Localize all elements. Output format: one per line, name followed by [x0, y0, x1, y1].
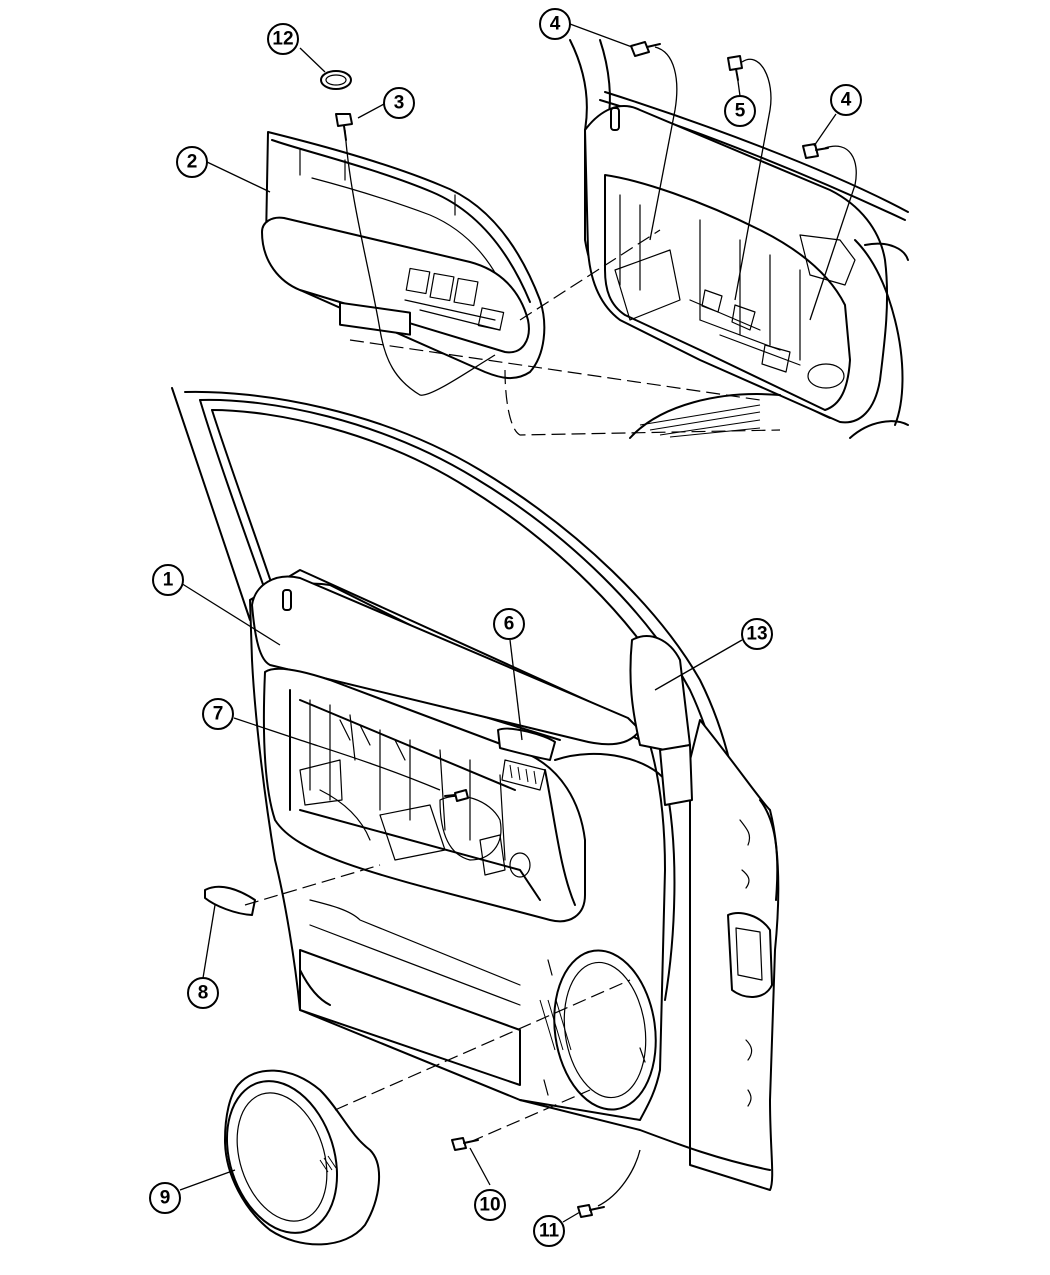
- callout-7: 7: [202, 698, 234, 730]
- callout-11: 11: [533, 1215, 565, 1247]
- fastener-part-4-right: [802, 143, 829, 159]
- callout-5-label: 5: [735, 101, 746, 122]
- callout-4-top: 4: [539, 8, 571, 40]
- callout-5: 5: [724, 95, 756, 127]
- callout-4-top-label: 4: [550, 14, 561, 35]
- callout-10-label: 10: [479, 1195, 500, 1216]
- screw-part-3: [335, 113, 353, 141]
- callout-1-label: 1: [163, 570, 174, 591]
- callout-10: 10: [474, 1189, 506, 1221]
- clip-ring: [320, 70, 352, 90]
- callout-9: 9: [149, 1182, 181, 1214]
- fastener-part-5: [727, 55, 743, 81]
- callout-9-label: 9: [160, 1188, 171, 1209]
- callout-3-label: 3: [394, 93, 405, 114]
- speaker-grille-part-9: [224, 1069, 381, 1246]
- callout-13: 13: [741, 618, 773, 650]
- callout-12-label: 12: [272, 29, 293, 50]
- door-main-assembly: [171, 387, 780, 1191]
- screw-part-11: [577, 1204, 605, 1218]
- callout-1: 1: [152, 564, 184, 596]
- callout-4-right-label: 4: [841, 90, 852, 111]
- callout-6-label: 6: [504, 614, 515, 635]
- callout-11-label: 11: [539, 1221, 560, 1242]
- callout-12: 12: [267, 23, 299, 55]
- callout-8: 8: [187, 977, 219, 1009]
- leader-lines: [175, 23, 857, 1223]
- callout-4-right: 4: [830, 84, 862, 116]
- callout-2: 2: [176, 146, 208, 178]
- assembly-dashed-lines: [244, 229, 781, 1143]
- callout-7-label: 7: [213, 704, 224, 725]
- callout-8-label: 8: [198, 983, 209, 1004]
- callout-3: 3: [383, 87, 415, 119]
- switch-bezel-assembly: [261, 131, 546, 379]
- callout-6: 6: [493, 608, 525, 640]
- callout-13-label: 13: [746, 624, 767, 645]
- pull-cup-part-8: [204, 885, 256, 916]
- fastener-part-4-top: [630, 41, 661, 57]
- callout-2-label: 2: [187, 152, 198, 173]
